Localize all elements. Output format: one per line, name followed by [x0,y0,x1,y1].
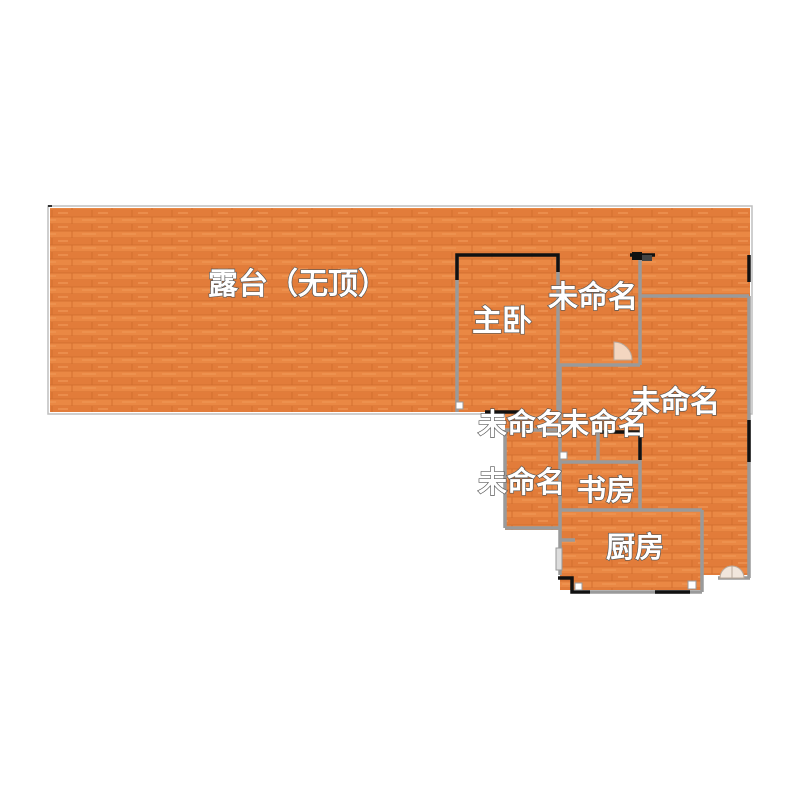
label-kitchen: 厨房 [605,530,665,564]
label-unnamed-1: 未命名 [547,280,638,315]
label-study: 书房 [576,473,636,507]
label-master-bedroom: 主卧 [471,304,532,339]
label-unnamed-2: 未命名 [629,385,720,420]
label-unnamed-5: 未命名 [477,465,566,499]
label-unnamed-3: 未命名 [477,407,566,441]
label-unnamed-4: 未命名 [559,407,648,441]
fixtures [455,252,745,591]
exterior-walls [455,253,751,594]
label-terrace: 露台（无顶） [207,267,388,302]
